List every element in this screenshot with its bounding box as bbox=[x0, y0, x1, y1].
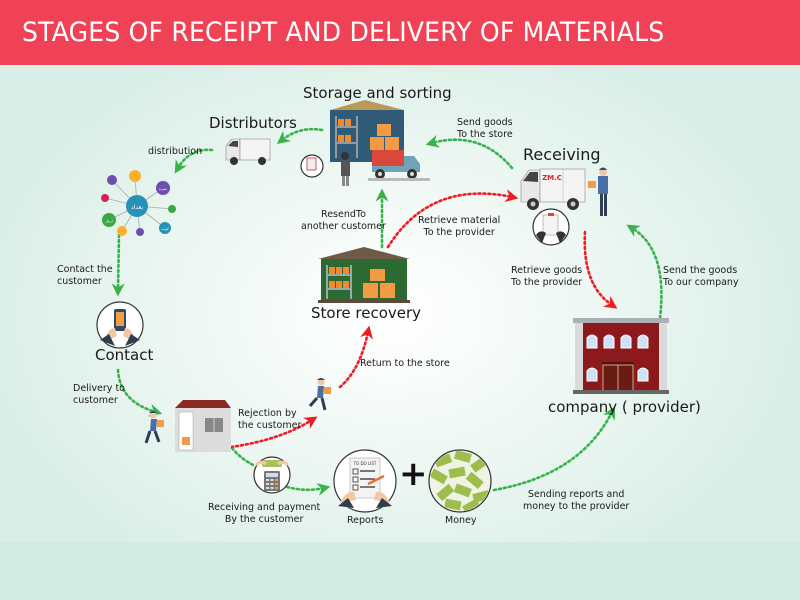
network-center-label: بغداد bbox=[131, 204, 143, 211]
money-bills-icon bbox=[428, 449, 492, 513]
page-title: STAGES OF RECEIPT AND DELIVERY OF MATERI… bbox=[22, 17, 665, 48]
label-delivery-customer: Delivery to customer bbox=[73, 383, 125, 407]
label-payment-line2: By the customer bbox=[224, 514, 304, 525]
label-line: Sending reports and bbox=[527, 489, 625, 500]
network-node-label: اربيل bbox=[105, 219, 112, 223]
label-line: To the provider bbox=[423, 227, 495, 238]
label-line: money to the provider bbox=[523, 501, 630, 512]
todo-list-title: TO DO LIST bbox=[353, 461, 377, 466]
label-send-goods-company: Send the goods To our company bbox=[663, 265, 739, 289]
label-line: ResendTo bbox=[321, 209, 366, 220]
label-line: customer bbox=[57, 276, 102, 287]
label-money: Money bbox=[445, 515, 477, 526]
label-retrieve-material: Retrieve material To the provider bbox=[418, 215, 500, 239]
label-line: Delivery to bbox=[73, 383, 125, 394]
label-line: Send the goods bbox=[663, 265, 738, 276]
label-store-recovery: Store recovery bbox=[311, 304, 422, 322]
distribution-network-icon: بغداد بصرة اربيل كويت bbox=[101, 170, 176, 236]
van-icon bbox=[225, 138, 271, 165]
building-icon bbox=[573, 318, 669, 394]
warehouse-truck-icon bbox=[300, 100, 430, 186]
label-sending-reports: Sending reports and money to the provide… bbox=[523, 489, 629, 513]
courier-icon bbox=[308, 378, 331, 411]
footer-band bbox=[0, 542, 800, 600]
checklist-icon: TO DO LIST bbox=[333, 449, 397, 513]
label-line: another customer bbox=[301, 221, 386, 232]
label-return-store: Return to the store bbox=[360, 358, 450, 369]
phone-in-hands-icon bbox=[96, 301, 144, 349]
van-brand-text: ZM.C bbox=[542, 174, 562, 182]
label-payment-line1: Receiving and payment bbox=[208, 502, 321, 513]
label-receiving: Receiving bbox=[523, 145, 601, 164]
label-line: the customer bbox=[238, 420, 302, 431]
delivery-van-icon: ZM.C bbox=[520, 167, 608, 246]
label-contact-customer: Contact the customer bbox=[57, 264, 113, 288]
label-line: To the provider bbox=[511, 277, 583, 288]
label-line: To the store bbox=[457, 129, 513, 140]
label-contact: Contact bbox=[95, 346, 154, 364]
network-node-label: بصرة bbox=[159, 187, 167, 191]
label-send-goods-store: Send goods To the store bbox=[457, 117, 513, 141]
label-distributors: Distributors bbox=[209, 114, 297, 132]
calculator-money-icon bbox=[253, 456, 291, 494]
house-icon bbox=[144, 400, 231, 452]
label-line: customer bbox=[73, 395, 118, 406]
label-storage: Storage and sorting bbox=[303, 84, 452, 102]
label-line: Retrieve goods bbox=[511, 265, 583, 276]
label-payment: Receiving and payment By the customer bbox=[208, 502, 320, 526]
label-line: Contact the bbox=[57, 264, 113, 275]
label-retrieve-goods: Retrieve goods To the provider bbox=[511, 265, 582, 289]
label-distribution: distribution bbox=[148, 146, 203, 157]
label-reports: Reports bbox=[347, 515, 384, 526]
label-line: Retrieve material bbox=[418, 215, 501, 226]
label-rejection: Rejection by the customer bbox=[238, 408, 301, 432]
title-banner: STAGES OF RECEIPT AND DELIVERY OF MATERI… bbox=[0, 0, 800, 65]
plus-sign: + bbox=[399, 454, 428, 494]
label-company: company ( provider) bbox=[548, 398, 701, 416]
network-node-label: كويت bbox=[161, 227, 169, 231]
warehouse-icon bbox=[318, 247, 410, 303]
label-line: To our company bbox=[663, 277, 739, 288]
label-resend: ResendTo another customer bbox=[301, 209, 386, 233]
label-line: Send goods bbox=[457, 117, 513, 128]
label-line: Rejection by bbox=[238, 408, 297, 419]
